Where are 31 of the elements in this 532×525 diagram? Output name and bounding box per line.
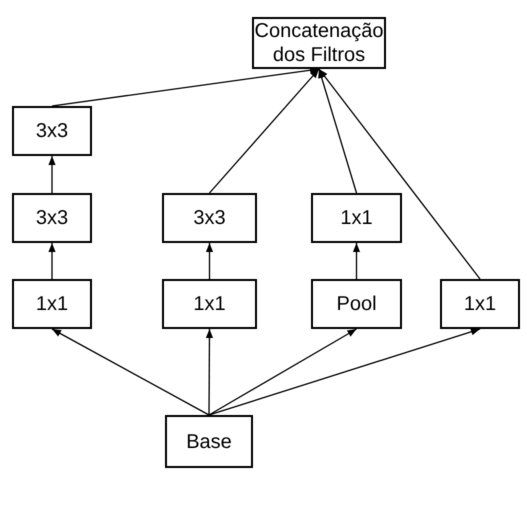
process-box: [162, 193, 257, 243]
process-box: [165, 415, 253, 468]
process-box: [440, 279, 520, 329]
process-box: [12, 106, 92, 156]
arrow: [209, 68, 320, 194]
box-label: 1x1: [340, 206, 373, 230]
process-box: [311, 193, 402, 243]
box-label: 3x3: [193, 206, 226, 230]
arrow: [206, 329, 214, 415]
arrow: [352, 243, 360, 279]
arrow: [208, 328, 480, 416]
box-label: 1x1: [464, 292, 496, 316]
process-box: [162, 279, 257, 329]
arrow: [206, 243, 214, 279]
box-label: Pool: [336, 292, 377, 316]
arrow: [52, 328, 210, 416]
arrow: [48, 156, 56, 193]
arrow: [208, 328, 357, 416]
arrow: [318, 68, 358, 194]
process-box: [311, 279, 402, 329]
box-label: Concatenação dos Filtros: [254, 19, 384, 67]
box-label: 1x1: [36, 292, 68, 316]
box-label: 1x1: [193, 292, 226, 316]
box-label: Base: [186, 430, 232, 454]
process-box: [12, 279, 92, 329]
arrow: [52, 66, 320, 107]
arrow: [318, 68, 481, 280]
arrow: [48, 243, 56, 279]
box-label: 3x3: [36, 119, 68, 143]
process-box: [12, 193, 92, 243]
box-label: 3x3: [36, 206, 68, 230]
